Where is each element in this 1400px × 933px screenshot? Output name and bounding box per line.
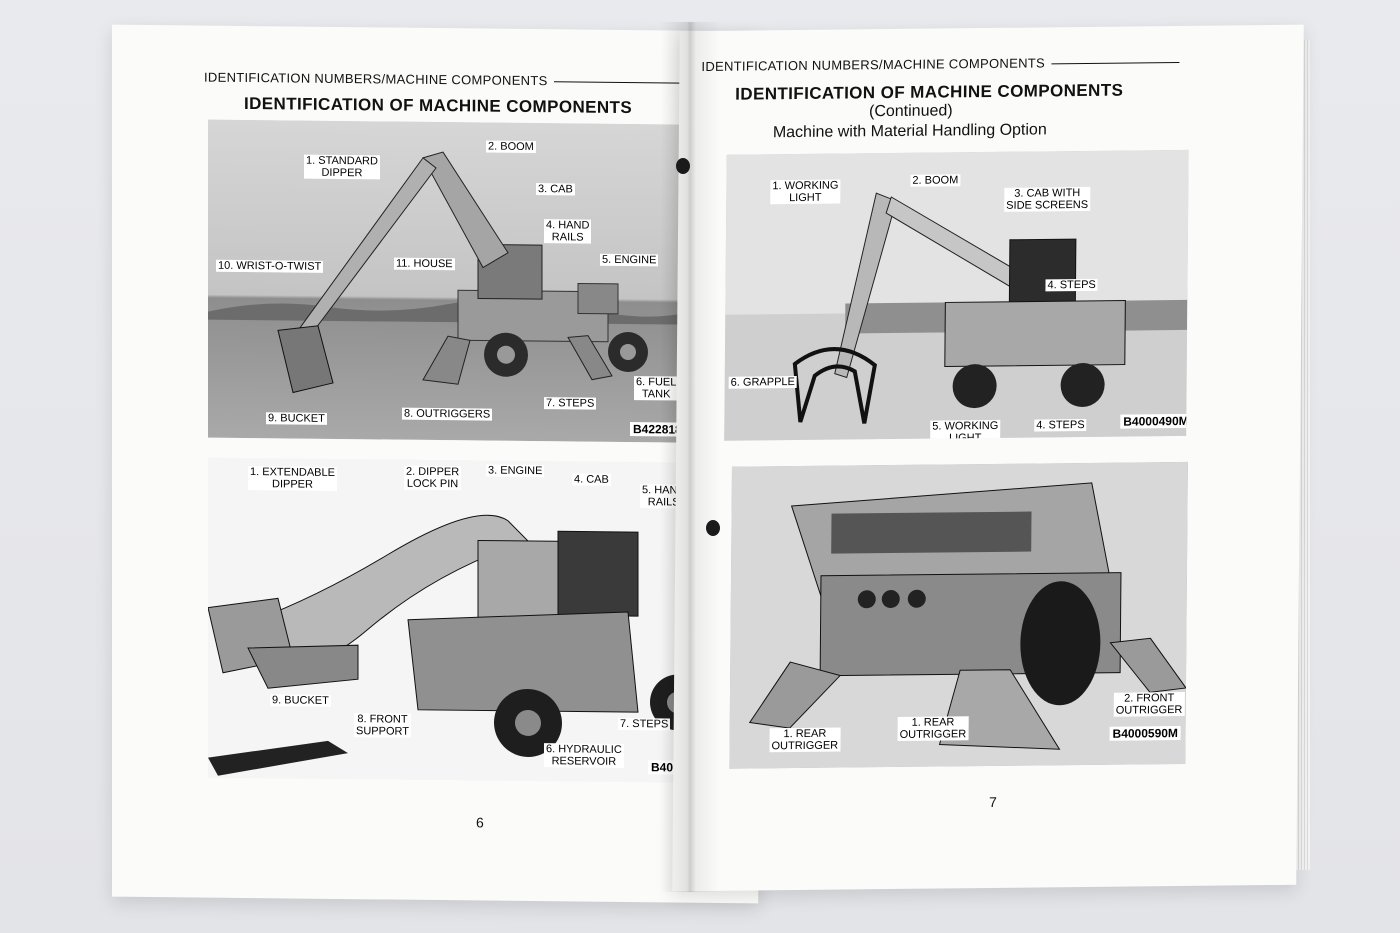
binding-hole-middle [706,520,720,536]
label-bucket: 9. BUCKET [266,412,327,425]
label-cab-2: 4. CAB [572,473,611,486]
figure-code-4: B4000590M [1109,725,1182,741]
left-page: IDENTIFICATION NUMBERS/MACHINE COMPONENT… [112,24,759,904]
material-handler-illustration [724,149,1189,441]
excavator-illustration-1 [208,119,714,443]
header-rule [553,81,682,84]
right-title-continued: (Continued) [868,102,953,121]
label-grapple: 6. GRAPPLE [728,375,797,389]
label-outriggers: 8. OUTRIGGERS [402,407,493,421]
label-boom: 2. BOOM [486,140,536,154]
label-boom-r: 2. BOOM [910,174,961,187]
right-header: IDENTIFICATION NUMBERS/MACHINE COMPONENT… [701,54,1180,74]
label-steps: 7. STEPS [544,397,597,410]
label-engine-2: 3. ENGINE [486,464,545,478]
page-number-right: 7 [988,793,997,811]
label-engine: 5. ENGINE [600,253,659,267]
right-page: IDENTIFICATION NUMBERS/MACHINE COMPONENT… [672,24,1304,892]
left-title: IDENTIFICATION OF MACHINE COMPONENTS [244,93,633,118]
left-header-text: IDENTIFICATION NUMBERS/MACHINE COMPONENT… [204,69,548,89]
label-cab: 3. CAB [536,183,575,196]
figure-code-3: B4000490M [1120,413,1189,429]
label-steps-2: 7. STEPS [618,717,671,731]
label-wrist-o-twist: 10. WRIST-O-TWIST [216,259,324,273]
page-number-left: 6 [476,814,484,831]
binding-hole-top [676,158,690,174]
right-subtitle: Machine with Material Handling Option [772,121,1047,142]
right-title: IDENTIFICATION OF MACHINE COMPONENTS [735,80,1124,104]
label-house: 11. HOUSE [394,257,455,271]
label-steps-bottom: 4. STEPS [1034,418,1087,432]
header-rule [1051,62,1180,65]
left-header: IDENTIFICATION NUMBERS/MACHINE COMPONENT… [204,70,682,90]
outrigger-illustration [729,461,1188,769]
right-header-text: IDENTIFICATION NUMBERS/MACHINE COMPONENT… [701,55,1046,74]
label-steps-top: 4. STEPS [1045,278,1098,292]
label-bucket-2: 9. BUCKET [270,694,331,707]
